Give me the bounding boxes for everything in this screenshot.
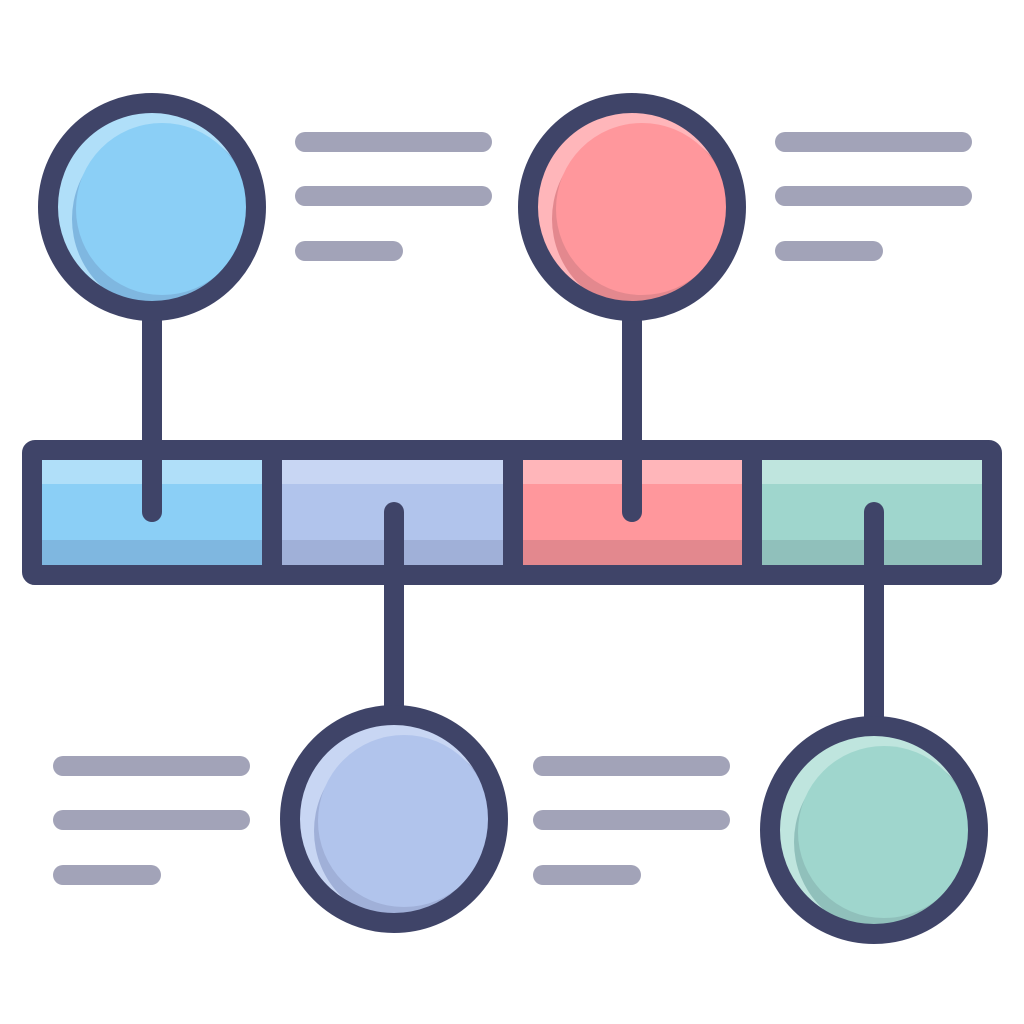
milestone-2-text — [53, 756, 250, 885]
milestone-1-text — [295, 132, 492, 261]
milestone-node-icon — [760, 716, 988, 944]
milestone-3-text — [775, 132, 972, 261]
milestone-node-icon — [280, 705, 508, 933]
milestone-4-text — [533, 756, 730, 885]
milestone-node-icon — [38, 93, 266, 321]
text-placeholder-lines — [53, 132, 972, 885]
milestone-connectors — [142, 300, 884, 737]
timeline-bar — [22, 440, 1002, 585]
milestone-node-icon — [518, 93, 746, 321]
